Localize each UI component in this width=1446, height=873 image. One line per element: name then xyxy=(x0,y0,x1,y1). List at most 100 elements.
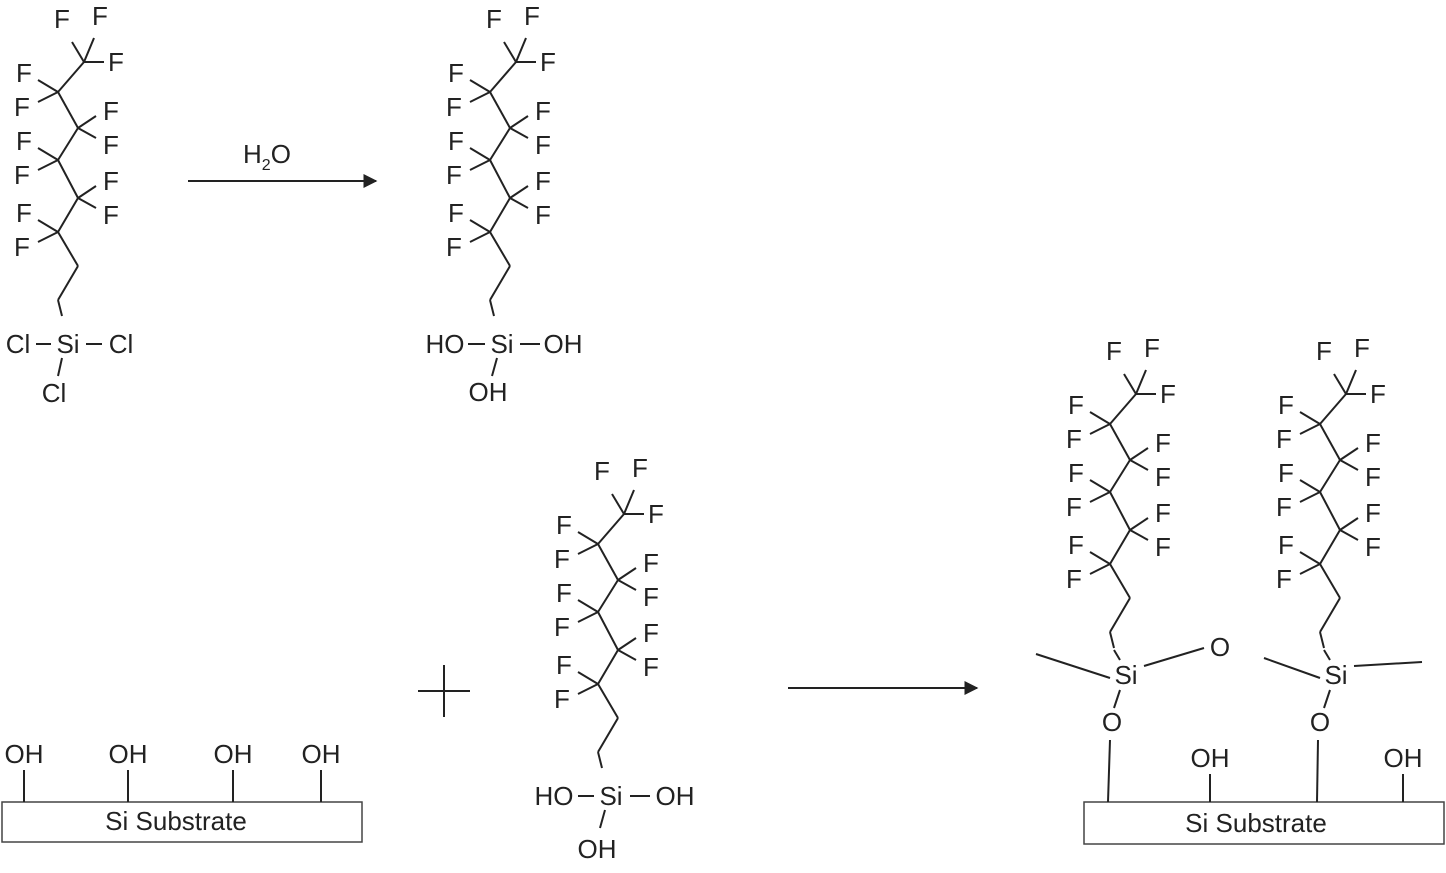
bond-line xyxy=(1323,689,1331,709)
atom-label: F xyxy=(108,47,124,77)
bond-line xyxy=(1089,491,1111,503)
bond-line xyxy=(1035,653,1111,679)
bond-line xyxy=(469,231,491,243)
atom-label: F xyxy=(1370,379,1386,409)
bond-line xyxy=(623,489,635,515)
bond-line xyxy=(37,219,59,233)
bond-line xyxy=(617,649,637,661)
bond-line xyxy=(57,265,79,301)
atom-label: OH xyxy=(544,329,583,359)
reaction-arrow-hydrolysis: H2O xyxy=(188,139,378,188)
atom-label: Cl xyxy=(42,378,67,408)
bond-line xyxy=(1319,393,1347,425)
bond-line xyxy=(489,61,517,93)
atom-label: F xyxy=(554,612,570,642)
bond-line xyxy=(1339,459,1359,471)
bond-line xyxy=(617,567,637,581)
bond-line xyxy=(469,79,491,93)
bond-line xyxy=(57,61,85,93)
bond-line xyxy=(577,531,599,545)
bond-line xyxy=(491,357,498,377)
bond-line xyxy=(1089,479,1111,493)
atom-label: OH xyxy=(656,781,695,811)
atom-label: F xyxy=(1155,462,1171,492)
bond-line xyxy=(577,599,599,613)
atom-label: F xyxy=(1365,498,1381,528)
bond-line xyxy=(509,115,529,129)
atom-label: F xyxy=(103,130,119,160)
substrate-label: Si Substrate xyxy=(105,806,247,836)
bond-line xyxy=(597,649,619,685)
atom-label: F xyxy=(448,126,464,156)
bond-line xyxy=(1299,479,1321,493)
bond-line xyxy=(83,37,95,63)
atom-label: Si xyxy=(1324,660,1347,690)
atom-label: F xyxy=(486,4,502,34)
bond-line xyxy=(1299,423,1321,435)
bond-line xyxy=(469,147,491,161)
atom-label: F xyxy=(14,232,30,262)
bond-line xyxy=(503,41,517,63)
atom-label: OH xyxy=(302,739,341,769)
atom-label: F xyxy=(554,684,570,714)
atom-label: Si xyxy=(1114,660,1137,690)
reagent-water-label: H2O xyxy=(243,139,291,174)
bond-line xyxy=(1109,597,1131,633)
bond-line xyxy=(489,159,511,199)
bond-line xyxy=(57,159,79,199)
bond-line xyxy=(1129,529,1149,541)
bond-line xyxy=(577,683,599,695)
bond-line xyxy=(1113,689,1121,709)
bond-line xyxy=(57,197,79,233)
bond-line xyxy=(1107,739,1111,803)
bond-line xyxy=(1129,447,1149,461)
bond-line xyxy=(597,513,625,545)
bond-line xyxy=(1353,661,1423,667)
bond-line xyxy=(599,809,606,829)
bond-line xyxy=(577,671,599,685)
bond-line xyxy=(1129,517,1149,531)
bond-line xyxy=(611,493,625,515)
bond-line xyxy=(1339,447,1359,461)
bond-line xyxy=(37,147,59,161)
bond-line xyxy=(1089,563,1111,575)
atom-label: OH xyxy=(1384,743,1423,773)
bond-line xyxy=(469,159,491,171)
bond-line xyxy=(1109,563,1131,599)
atom-label: Si xyxy=(490,329,513,359)
bond-line xyxy=(597,579,619,613)
bond-line xyxy=(617,579,637,591)
bond-line xyxy=(617,637,637,651)
bond-line xyxy=(1299,563,1321,575)
atom-label: F xyxy=(14,92,30,122)
bond-line xyxy=(1263,657,1321,679)
atom-label: OH xyxy=(214,739,253,769)
bond-line xyxy=(37,79,59,93)
atom-label: F xyxy=(1160,379,1176,409)
bond-line xyxy=(1089,423,1111,435)
atom-label: F xyxy=(1106,336,1122,366)
bond-line xyxy=(577,543,599,555)
atom-label: F xyxy=(1365,428,1381,458)
atom-label: F xyxy=(448,58,464,88)
atom-label: F xyxy=(1278,458,1294,488)
bond-line xyxy=(37,91,59,103)
bond-line xyxy=(1123,373,1137,395)
bond-line xyxy=(597,751,603,769)
atom-label: F xyxy=(643,582,659,612)
atom-label: F xyxy=(1068,390,1084,420)
substrate-label: Si Substrate xyxy=(1185,808,1327,838)
plus-sign xyxy=(418,665,470,717)
bond-line xyxy=(1109,393,1137,425)
atom-label: HO xyxy=(535,781,574,811)
bond-line xyxy=(1319,529,1341,565)
atom-label: F xyxy=(103,166,119,196)
bond-line xyxy=(1319,597,1341,633)
bond-line xyxy=(37,231,59,243)
atom-label: F xyxy=(648,499,664,529)
